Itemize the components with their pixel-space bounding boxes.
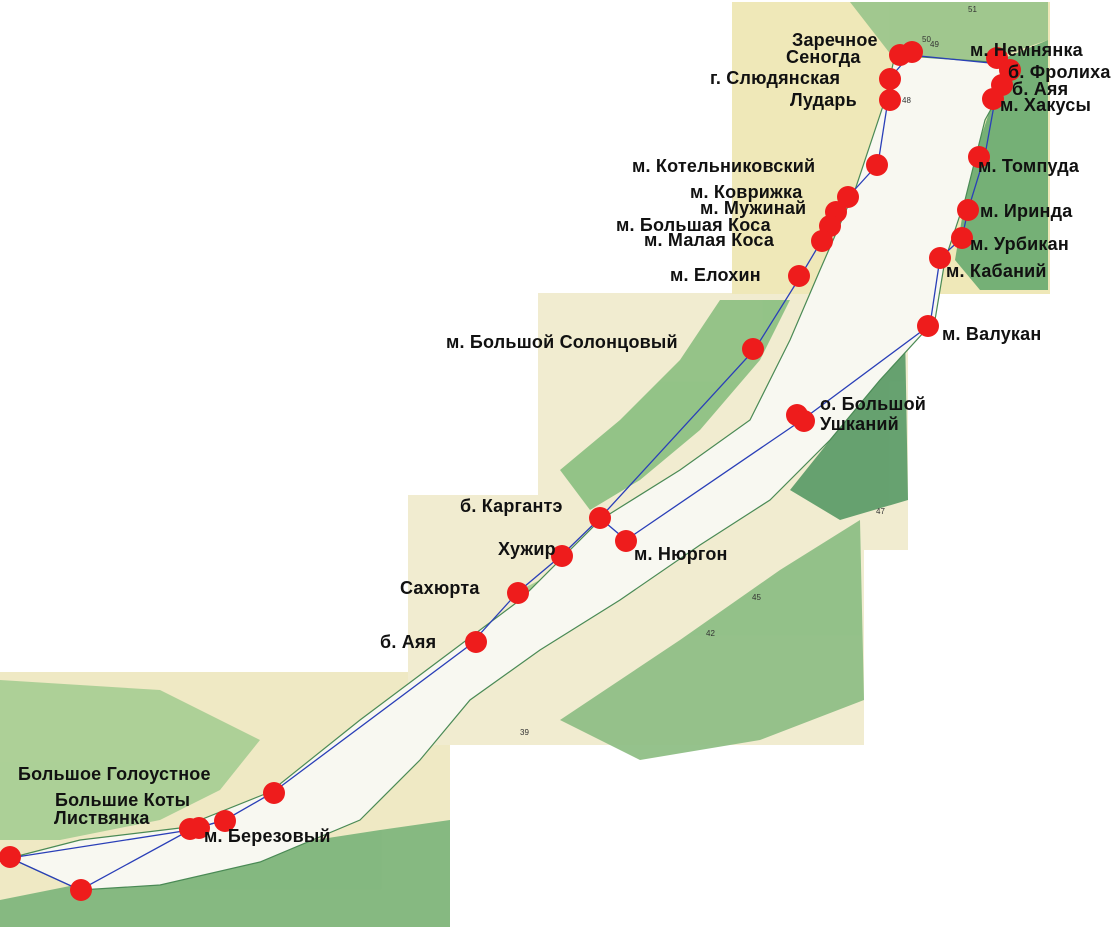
depth-mark: 50 xyxy=(922,35,931,44)
label-urbikan: м. Урбикан xyxy=(970,234,1069,254)
label-bolshoy-solontsovy: м. Большой Солонцовый xyxy=(446,332,678,352)
depth-mark: 45 xyxy=(752,593,761,602)
depth-mark: 42 xyxy=(706,629,715,638)
label-ayaya-north: б. Аяя xyxy=(1012,79,1069,99)
label-bolshoy-ushkaniy-2: Ушканий xyxy=(820,414,899,434)
route-point-marker xyxy=(901,41,923,63)
route-point-marker xyxy=(263,782,285,804)
route-point-marker xyxy=(811,230,833,252)
label-kabaniy: м. Кабаний xyxy=(946,261,1047,281)
route-point-marker xyxy=(742,338,764,360)
label-sakhyurta: Сахюрта xyxy=(400,578,480,598)
land-south-east xyxy=(560,520,864,760)
route-point-marker xyxy=(837,186,859,208)
depth-mark: 48 xyxy=(902,96,911,105)
label-bolshoy-ushkaniy-1: о. Большой xyxy=(820,394,927,414)
land-south-west xyxy=(0,680,260,840)
route-point-marker xyxy=(615,530,637,552)
route-point-marker xyxy=(465,631,487,653)
label-ludar: Лударь xyxy=(790,90,857,110)
route-point-marker xyxy=(968,146,990,168)
label-khakusy: м. Хакусы xyxy=(1000,95,1092,115)
route-point-marker xyxy=(551,545,573,567)
label-bolshaya-kosa: м. Большая Коса xyxy=(616,215,771,235)
route-point-marker xyxy=(507,582,529,604)
label-kargante: б. Каргантэ xyxy=(460,496,563,516)
route-point-marker xyxy=(793,410,815,432)
land-mid-west xyxy=(560,300,790,510)
land-south-shore xyxy=(0,820,450,927)
label-tompuda: м. Томпуда xyxy=(978,156,1080,176)
label-zarechnoe: Заречное xyxy=(792,30,878,50)
route-point-marker xyxy=(788,265,810,287)
label-khuzhir: Хужир xyxy=(498,539,556,559)
route-point-marker xyxy=(917,315,939,337)
depth-mark: 49 xyxy=(930,40,939,49)
label-kotelnikovsky: м. Котельниковский xyxy=(632,156,816,176)
label-nyurgon: м. Нюргон xyxy=(634,544,728,564)
label-valukan: м. Валукан xyxy=(942,324,1042,344)
label-irinda: м. Иринда xyxy=(980,201,1073,221)
label-malaya-kosa: м. Малая Коса xyxy=(644,230,775,250)
route-point-markers xyxy=(0,41,1021,901)
depth-mark: 47 xyxy=(876,507,885,516)
route-point-marker xyxy=(188,817,210,839)
route-point-marker xyxy=(0,846,21,868)
label-listvyanka: Листвянка xyxy=(54,808,150,828)
label-elokhin: м. Елохин xyxy=(670,265,761,285)
label-senogda: Сеногда xyxy=(786,47,861,67)
label-ayaya-south: б. Аяя xyxy=(380,632,437,652)
label-bolshie-koty: Большие Коты xyxy=(55,790,191,810)
label-kovrizhka: м. Коврижка xyxy=(690,182,803,202)
route-point-marker xyxy=(879,68,901,90)
label-nemnyanka: м. Немнянка xyxy=(970,40,1083,60)
route-point-marker xyxy=(957,199,979,221)
label-frolikha: б. Фролиха xyxy=(1008,62,1111,82)
label-bolshoe-goloustnoe: Большое Голоустное xyxy=(18,764,211,784)
route-point-marker xyxy=(866,154,888,176)
route-point-marker xyxy=(70,879,92,901)
route-point-marker xyxy=(982,88,1004,110)
route-point-marker xyxy=(589,507,611,529)
land-north-east xyxy=(955,40,1048,290)
depth-mark: 39 xyxy=(520,728,529,737)
label-muzhinay: м. Мужинай xyxy=(700,198,807,218)
route-point-marker xyxy=(214,810,236,832)
route-point-marker xyxy=(929,247,951,269)
route-point-marker xyxy=(879,89,901,111)
label-slyudyanskaya: г. Слюдянская xyxy=(710,68,841,88)
depth-mark: 51 xyxy=(968,5,977,14)
label-berezovy: м. Березовый xyxy=(204,826,331,846)
route-point-marker xyxy=(951,227,973,249)
